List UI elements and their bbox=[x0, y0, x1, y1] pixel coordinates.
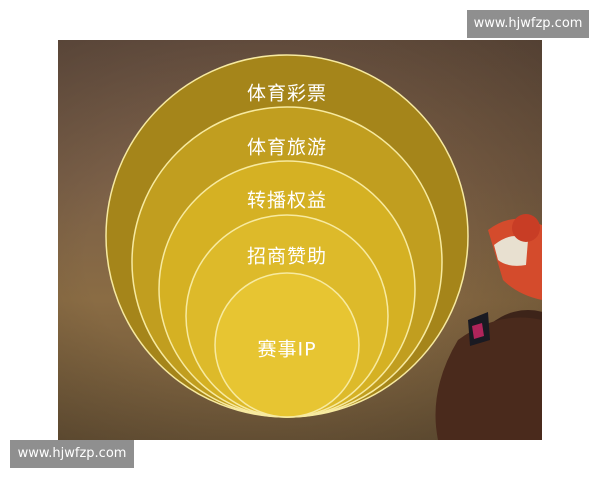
label-sports-tourism: 体育旅游 bbox=[247, 137, 327, 159]
watermark-top: www.hjwfzp.com bbox=[467, 10, 589, 38]
jockey-helmet bbox=[512, 214, 540, 242]
watermark-bottom: www.hjwfzp.com bbox=[10, 440, 134, 468]
horse-rider-image bbox=[435, 214, 542, 440]
horse-neck bbox=[435, 317, 542, 440]
label-sponsorship: 招商赞助 bbox=[247, 246, 327, 268]
label-event-ip: 赛事IP bbox=[257, 339, 316, 361]
jockey-sleeve bbox=[494, 236, 528, 266]
label-broadcast-rights: 转播权益 bbox=[247, 190, 327, 212]
ring-event-ip bbox=[214, 272, 360, 418]
label-sports-lottery: 体育彩票 bbox=[247, 83, 327, 105]
saddle-number bbox=[472, 323, 484, 339]
